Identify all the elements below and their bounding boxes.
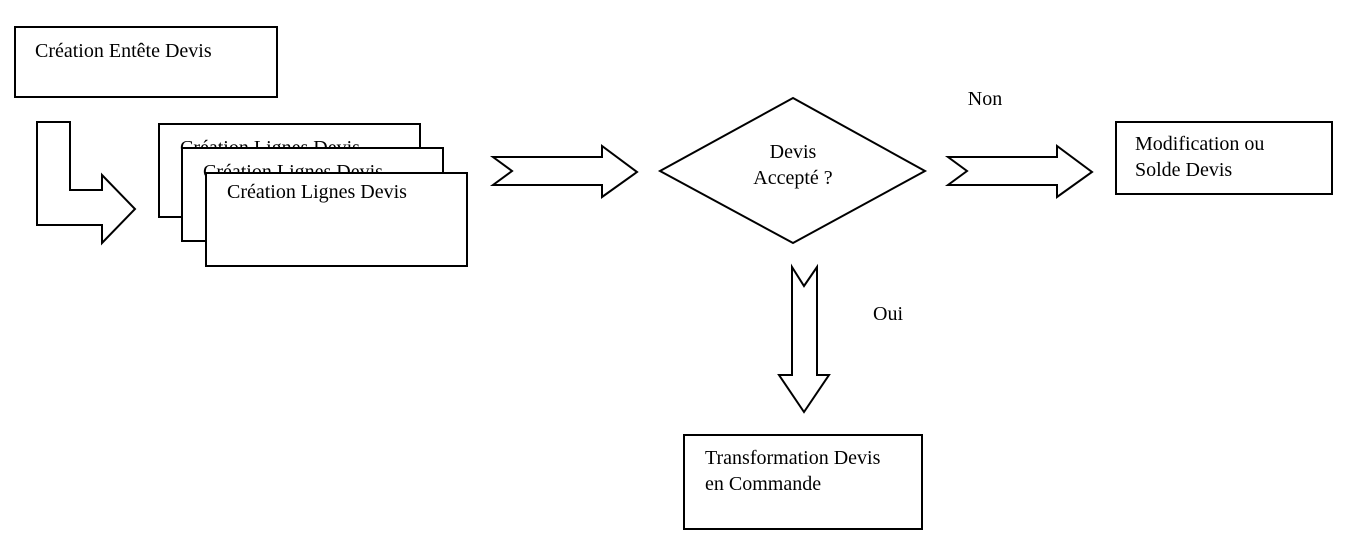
block-arrow-down-to-transformation <box>777 263 831 414</box>
decision-diamond <box>657 96 928 245</box>
node-transformation-devis-commande: Transformation Devis en Commande <box>683 434 923 530</box>
node-label: Création Entête Devis <box>35 40 212 62</box>
edge-label-non: Non <box>967 88 1003 110</box>
bent-arrow-down-right <box>36 121 137 246</box>
decision-label-line2: Accepté ? <box>753 167 833 189</box>
node-creation-entete-devis: Création Entête Devis <box>14 26 278 98</box>
node-label-line1: Modification ou <box>1135 133 1265 155</box>
edge-label-oui: Oui <box>873 303 903 325</box>
node-label-line2: Solde Devis <box>1135 159 1233 181</box>
node-label-line2: en Commande <box>705 473 822 495</box>
chevron-arrow-to-decision <box>489 144 639 199</box>
node-modification-solde-devis: Modification ou Solde Devis <box>1115 121 1333 195</box>
node-label-line1: Transformation Devis <box>705 447 881 469</box>
node-label: Création Lignes Devis <box>227 181 407 203</box>
node-creation-lignes-devis-front: Création Lignes Devis <box>205 172 468 267</box>
decision-label: Devis Accepté ? <box>693 139 893 191</box>
decision-label-line1: Devis <box>769 141 817 163</box>
chevron-arrow-to-modification <box>944 144 1094 199</box>
